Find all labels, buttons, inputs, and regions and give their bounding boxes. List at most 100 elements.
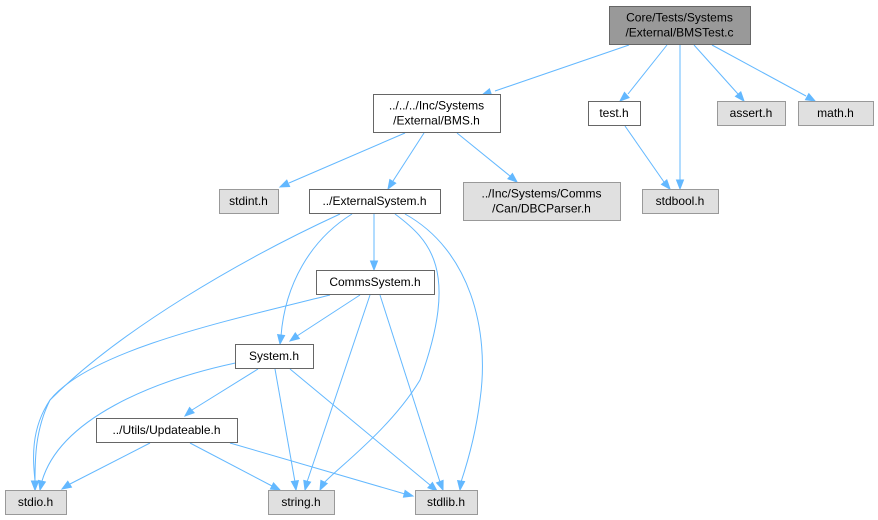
node-label: string.h xyxy=(281,495,320,509)
node-stdio-h: stdio.h xyxy=(5,490,67,515)
node-box xyxy=(588,101,641,126)
edge-arrowhead xyxy=(456,480,466,492)
edge-test_h-to-stdbool_h xyxy=(624,125,671,191)
edge-system_h-to-stdio_h xyxy=(37,360,246,492)
node-box xyxy=(219,189,279,214)
edge-bms_h-to-externalsystem_h xyxy=(387,132,425,191)
edge-line xyxy=(41,360,246,482)
edge-line xyxy=(289,368,431,486)
edge-line xyxy=(33,294,331,482)
edge-externalsystem_h-to-string_h xyxy=(319,213,440,492)
edge-bmstest_c-to-test_h xyxy=(618,44,668,102)
node-box xyxy=(373,94,501,133)
edge-line xyxy=(274,368,296,483)
edge-externalsystem_h-to-stdlib_h xyxy=(404,213,483,492)
node-string-h: string.h xyxy=(268,490,335,515)
node-box xyxy=(798,101,874,126)
edge-commssystem_h-to-stdio_h xyxy=(30,294,331,492)
node-label: math.h xyxy=(817,106,854,120)
edge-arrowhead xyxy=(183,406,195,417)
node-label: stdio.h xyxy=(18,495,53,509)
edge-arrowhead xyxy=(675,179,685,191)
edge-arrowhead xyxy=(37,479,47,492)
node-bmstest-c: Core/Tests/Systems/External/BMSTest.c xyxy=(609,6,751,45)
edge-line xyxy=(288,132,406,184)
edge-line xyxy=(379,294,441,483)
dependency-edges xyxy=(30,44,817,498)
edge-arrowhead xyxy=(60,480,73,490)
edge-bms_h-to-dbcparser_h xyxy=(456,132,519,183)
edge-arrowhead xyxy=(402,489,415,498)
edge-arrowhead xyxy=(427,481,439,492)
edge-line xyxy=(456,132,511,177)
node-label: stdlib.h xyxy=(427,495,465,509)
edge-line xyxy=(711,44,807,97)
edge-line xyxy=(296,294,361,337)
edge-arrowhead xyxy=(804,92,817,102)
edge-line xyxy=(69,442,151,485)
node-box xyxy=(235,344,314,369)
node-box xyxy=(268,490,335,515)
node-label: /External/BMS.h xyxy=(393,114,480,128)
edge-externalsystem_h-to-system_h xyxy=(276,213,353,346)
node-externalsystem-h[interactable]: ../ExternalSystem.h xyxy=(309,189,441,214)
node-label: test.h xyxy=(599,106,628,120)
edge-line xyxy=(34,213,341,482)
edge-line xyxy=(280,213,353,337)
node-commssystem-h[interactable]: CommsSystem.h xyxy=(316,270,435,295)
node-box xyxy=(717,101,786,126)
edge-commssystem_h-to-system_h xyxy=(288,294,361,342)
node-bms-h[interactable]: ../../../Inc/Systems/External/BMS.h xyxy=(373,94,501,133)
edge-line xyxy=(627,44,668,95)
edge-system_h-to-stdlib_h xyxy=(289,368,439,492)
edge-externalsystem_h-to-commssystem_h xyxy=(369,214,379,272)
edge-arrowhead xyxy=(278,179,291,188)
node-box xyxy=(316,270,435,295)
node-label: ../../../Inc/Systems xyxy=(389,99,484,113)
edge-system_h-to-updateable_h xyxy=(183,368,259,417)
file-nodes: Core/Tests/Systems/External/BMSTest.c ../… xyxy=(5,6,874,515)
node-box xyxy=(96,418,238,443)
node-label: assert.h xyxy=(730,106,773,120)
node-box xyxy=(642,189,719,214)
node-label: /External/BMSTest.c xyxy=(625,26,733,40)
edge-arrowhead xyxy=(387,178,397,191)
edge-arrowhead xyxy=(734,91,745,103)
edge-arrowhead xyxy=(276,334,286,346)
node-label: stdbool.h xyxy=(656,194,705,208)
node-label: /Can/DBCParser.h xyxy=(492,202,591,216)
edge-bms_h-to-stdint_h xyxy=(278,132,406,188)
edge-arrowhead xyxy=(319,479,329,492)
edge-bmstest_c-to-bms_h xyxy=(480,44,630,97)
edge-commssystem_h-to-stdlib_h xyxy=(379,294,444,492)
edge-arrowhead xyxy=(507,172,519,183)
edge-arrowhead xyxy=(435,479,444,492)
node-system-h[interactable]: System.h xyxy=(235,344,314,369)
edge-updateable_h-to-stdio_h xyxy=(60,442,151,490)
node-test-h[interactable]: test.h xyxy=(588,101,641,126)
edge-arrowhead xyxy=(30,480,40,492)
edge-arrowhead xyxy=(303,479,312,492)
node-stdint-h: stdint.h xyxy=(219,189,279,214)
edge-line xyxy=(191,368,259,411)
edge-arrowhead xyxy=(269,481,282,491)
edge-arrowhead xyxy=(618,91,630,102)
edge-arrowhead xyxy=(290,480,300,492)
edge-line xyxy=(189,442,273,487)
node-box xyxy=(609,6,751,45)
edge-line xyxy=(624,125,665,183)
node-label: ../ExternalSystem.h xyxy=(322,194,426,208)
edge-system_h-to-string_h xyxy=(274,368,300,492)
node-label: Core/Tests/Systems xyxy=(626,11,733,25)
edge-bmstest_c-to-stdbool_h xyxy=(675,45,685,191)
node-updateable-h[interactable]: ../Utils/Updateable.h xyxy=(96,418,238,443)
edge-line xyxy=(229,442,406,495)
node-box xyxy=(463,182,621,221)
edge-line xyxy=(322,213,440,485)
edge-line xyxy=(306,294,371,483)
edge-line xyxy=(693,44,739,95)
node-assert-h: assert.h xyxy=(717,101,786,126)
edge-updateable_h-to-stdlib_h xyxy=(229,442,415,498)
node-box xyxy=(5,490,67,515)
